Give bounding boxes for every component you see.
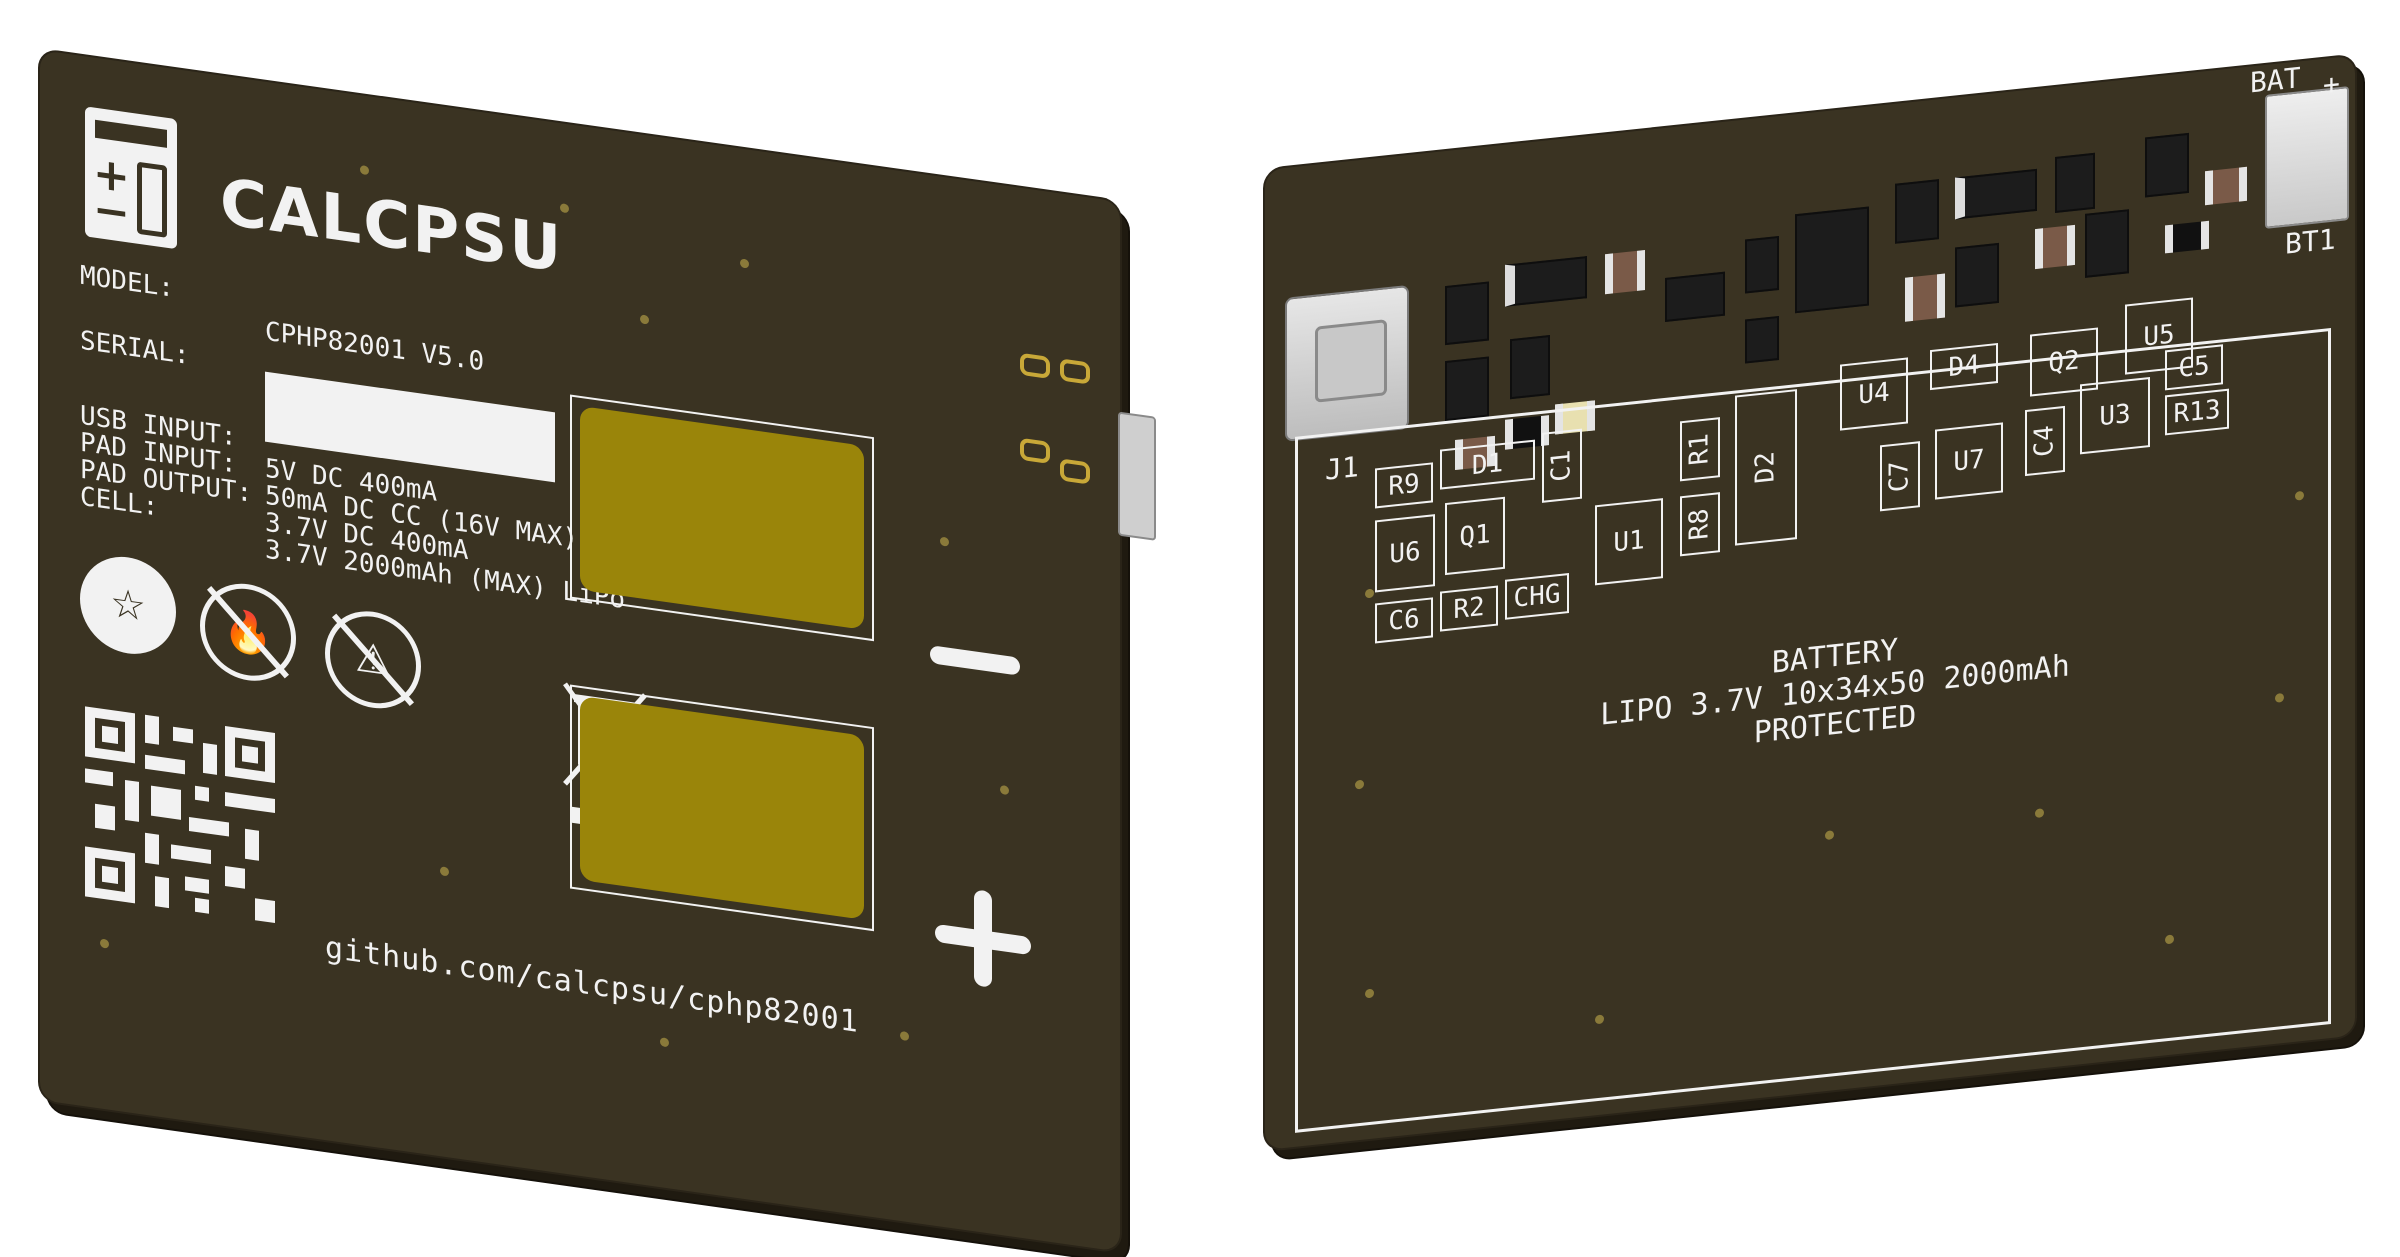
smd-chip	[1895, 179, 1939, 244]
ref-chg: CHG	[1505, 573, 1569, 620]
brand-name: CALCPSU	[220, 165, 564, 288]
plus-contact-pad	[580, 695, 864, 920]
battery-connector[interactable]	[2265, 86, 2349, 229]
smd-chip	[1510, 335, 1550, 400]
oval-pad	[1020, 437, 1050, 464]
ref-u6: U6	[1375, 514, 1435, 593]
minus-pad-frame	[570, 394, 874, 642]
ref-u4: U4	[1840, 357, 1908, 431]
serial-label: SERIAL:	[80, 325, 190, 372]
micro-usb-connector[interactable]	[1285, 284, 1409, 442]
smd-chip	[2145, 132, 2189, 198]
minus-sign-icon	[930, 645, 1020, 676]
smd-capacitor	[2205, 166, 2247, 206]
oval-pad	[1020, 352, 1050, 379]
ref-u7: U7	[1935, 422, 2003, 500]
bt1-label: BT1	[2285, 222, 2336, 261]
ref-c6: C6	[1375, 597, 1433, 644]
smd-chip	[1955, 242, 1999, 308]
ref-c4: C4	[2025, 405, 2065, 477]
smd-chip	[1445, 356, 1489, 422]
smd-chip	[1665, 271, 1725, 322]
ref-c7: C7	[1880, 441, 1920, 512]
smd-diode	[1955, 168, 2037, 220]
smd-chip	[1745, 315, 1779, 364]
ref-r2: R2	[1440, 585, 1498, 632]
model-label: MODEL:	[80, 260, 174, 304]
no-fire-icon: 🔥	[200, 577, 296, 687]
smd-capacitor	[1605, 250, 1645, 295]
ref-q1: Q1	[1445, 496, 1505, 576]
smd-chip	[1745, 235, 1779, 294]
smd-regulator	[1795, 206, 1869, 314]
ref-r8: R8	[1680, 492, 1720, 557]
ref-r13: R13	[2165, 388, 2229, 436]
ref-u1: U1	[1595, 498, 1663, 586]
front-pcb: + − CALCPSU MODEL: CPHP82001 V5.0 SERIAL…	[40, 50, 1156, 1252]
bat-plus-label: +	[2323, 67, 2340, 102]
calculator-logo-icon: + −	[85, 106, 177, 250]
smd-chip	[1445, 281, 1489, 346]
ref-c5: C5	[2165, 344, 2223, 391]
ref-r1: R1	[1680, 417, 1720, 482]
oval-pad	[1060, 358, 1090, 385]
smd-capacitor	[1905, 273, 1945, 322]
smd-chip	[2085, 209, 2129, 278]
ref-r9: R9	[1375, 462, 1433, 509]
read-manual-icon: ☆	[80, 550, 176, 661]
smd-transistor	[2055, 152, 2095, 213]
back-pcb: J1 BAT + BT1 R9 D1 C1 U6 Q1 C6 R2 CHG U1…	[1265, 55, 2355, 1150]
github-url: github.com/calcpsu/cphp82001	[325, 930, 859, 1041]
no-disassemble-battery-icon: ⚠	[325, 605, 421, 715]
ref-d2: D2	[1735, 389, 1797, 546]
smd-resistor	[2165, 220, 2209, 254]
ref-c1: C1	[1542, 428, 1582, 503]
plus-pad-frame	[570, 684, 874, 932]
oval-pad	[1060, 458, 1090, 485]
bat-label: BAT	[2250, 61, 2301, 100]
micro-usb-port-edge	[1118, 411, 1156, 541]
ref-d4: D4	[1930, 342, 1998, 391]
qr-code-icon	[85, 706, 275, 924]
smd-diode	[1505, 256, 1587, 307]
model-value: CPHP82001 V5.0	[265, 316, 485, 378]
ref-u3: U3	[2080, 376, 2150, 455]
smd-capacitor	[2035, 224, 2075, 270]
minus-contact-pad	[580, 405, 864, 630]
